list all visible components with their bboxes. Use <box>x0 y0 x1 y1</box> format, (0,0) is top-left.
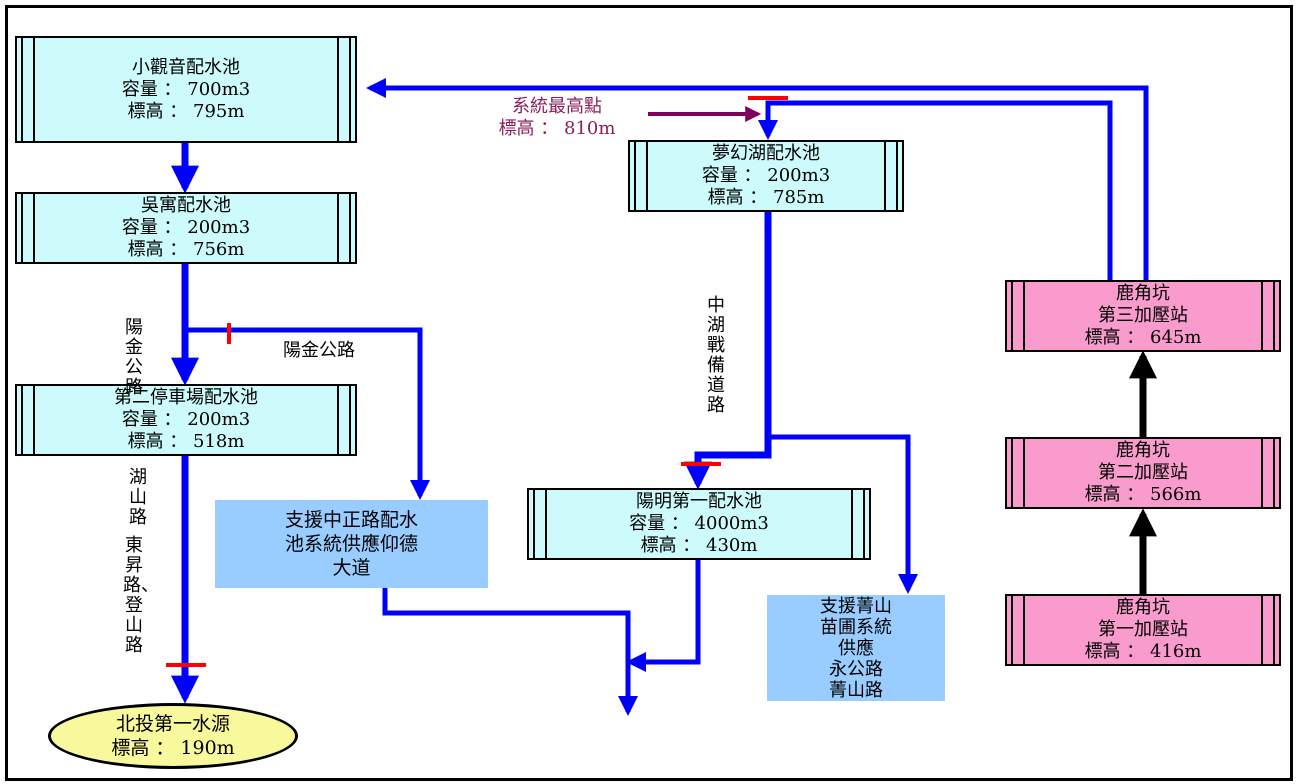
station-name: 鹿角坑 <box>1116 597 1170 618</box>
support-line: 池系統供應仰德 <box>284 533 418 555</box>
support-jingshan: 支援菁山 苗圃系統 供應 永公路 菁山路 <box>767 595 945 701</box>
reservoir-elevation: 標高 ： 785m <box>707 187 825 208</box>
support-line: 苗圃系統 <box>820 616 892 638</box>
reservoir-elevation: 標高 ： 518m <box>127 431 245 452</box>
support-line: 供應 <box>838 637 874 659</box>
reservoir-elevation: 標高 ： 756m <box>127 239 245 260</box>
reservoir-name: 小觀音配水池 <box>132 56 240 78</box>
reservoir-yangming1: 陽明第一配水池 容量 ： 4000m3 標高 ： 430m <box>527 488 871 560</box>
reservoir-name: 陽明第一配水池 <box>636 491 762 512</box>
reservoir-elevation: 標高 ： 795m <box>127 100 245 122</box>
station-1: 鹿角坑 第一加壓站 標高 ： 416m <box>1005 594 1281 666</box>
pipe-yangming-outlet <box>626 558 701 672</box>
road-label-zhonghu: 中湖戰備道路 <box>707 295 725 416</box>
road-label-dongsheng: 東昇路、登山路 <box>123 535 159 656</box>
support-line: 菁山路 <box>829 679 883 701</box>
system-peak-label: 系統最高點 標高 ： 810m <box>462 96 652 140</box>
reservoir-capacity: 容量 ： 200m3 <box>121 409 251 430</box>
pipe-zhongzheng-outlet <box>382 588 638 716</box>
station-3: 鹿角坑 第三加壓站 標高 ： 645m <box>1005 280 1281 352</box>
road-label-hushan: 湖山路 <box>129 467 147 528</box>
pipe-yangjin-branch <box>185 327 430 500</box>
station-number: 第二加壓站 <box>1098 462 1188 483</box>
pipe-station3-to-xiaoguanyin <box>366 78 1149 281</box>
reservoir-wuyu: 吳寓配水池 容量 ： 200m3 標高 ： 756m <box>15 192 357 264</box>
station-name: 鹿角坑 <box>1116 440 1170 461</box>
support-line: 支援中正路配水 <box>284 509 418 531</box>
reservoir-name: 第二停車場配水池 <box>114 387 258 408</box>
station-elevation: 標高 ： 416m <box>1084 641 1202 662</box>
station-number: 第一加壓站 <box>1098 619 1188 640</box>
reservoir-capacity: 容量 ： 200m3 <box>701 165 831 186</box>
reservoir-elevation: 標高 ： 430m <box>640 535 758 556</box>
support-zhongzheng: 支援中正路配水 池系統供應仰德 大道 <box>215 500 488 588</box>
reservoir-parking2: 第二停車場配水池 容量 ： 200m3 標高 ： 518m <box>15 384 357 456</box>
pipe-jingshan-branch <box>768 434 918 594</box>
peak-elevation: 標高 ： 810m <box>498 118 616 139</box>
source-name: 北投第一水源 <box>115 713 230 735</box>
support-line: 支援菁山 <box>820 595 892 617</box>
reservoir-capacity: 容量 ： 700m3 <box>121 78 251 100</box>
station-elevation: 標高 ： 645m <box>1084 327 1202 348</box>
reservoir-capacity: 容量 ： 200m3 <box>121 217 251 238</box>
reservoir-capacity: 容量 ： 4000m3 <box>629 513 769 534</box>
pipe-menghuan-down <box>684 212 772 490</box>
peak-title: 系統最高點 <box>512 96 602 117</box>
station-number: 第三加壓站 <box>1098 305 1188 326</box>
station-name: 鹿角坑 <box>1116 283 1170 304</box>
road-label-yangjin-vertical: 陽金公路 <box>125 317 143 398</box>
water-source-beitou: 北投第一水源 標高 ： 190m <box>48 703 298 769</box>
support-line: 大道 <box>332 557 371 579</box>
road-label-yangjin-horizontal: 陽金公路 <box>283 340 355 361</box>
reservoir-menghuan: 夢幻湖配水池 容量 ： 200m3 標高 ： 785m <box>628 140 904 212</box>
station-elevation: 標高 ： 566m <box>1084 484 1202 505</box>
source-elevation: 標高 ： 190m <box>111 737 235 759</box>
support-line: 永公路 <box>829 658 883 680</box>
station-2: 鹿角坑 第二加壓站 標高 ： 566m <box>1005 437 1281 509</box>
reservoir-name: 夢幻湖配水池 <box>712 143 820 164</box>
pipe-station3-to-menghuan <box>758 100 1113 281</box>
reservoir-xiaoguanyin: 小觀音配水池 容量 ： 700m3 標高 ： 795m <box>15 36 357 143</box>
reservoir-name: 吳寓配水池 <box>141 195 231 216</box>
